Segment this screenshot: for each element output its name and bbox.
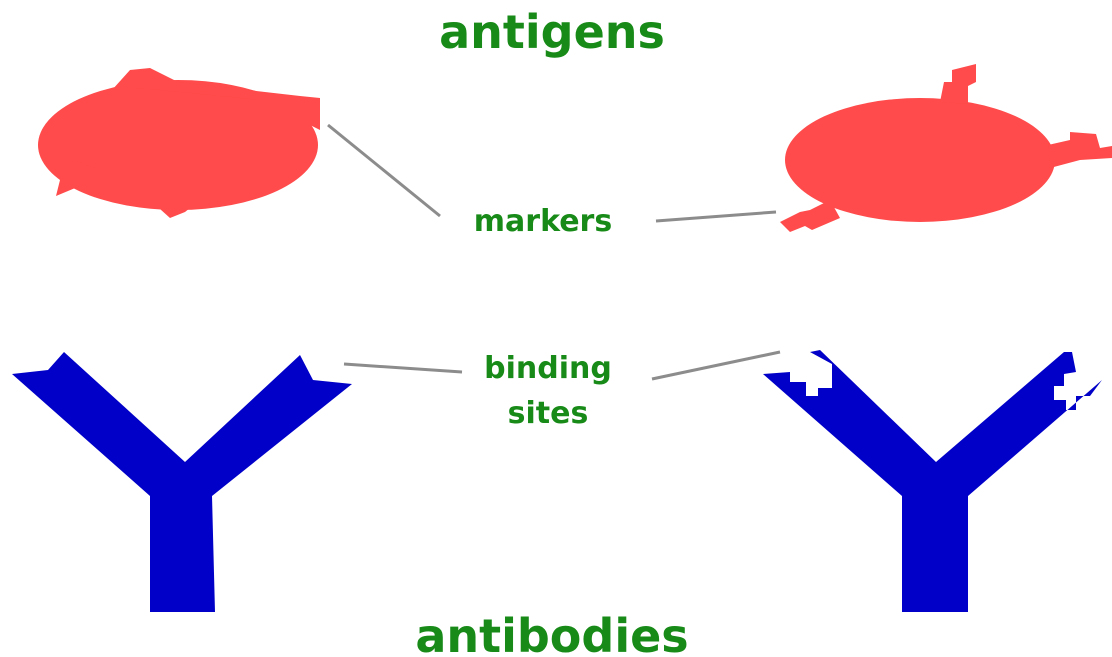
antigen-right [780,64,1112,232]
antibody-left [12,352,352,612]
antibody-right-shape [763,350,1102,612]
markers-leader-right [656,212,776,221]
label-binding: binding [484,351,612,386]
antigen-right-marker-top [940,64,976,104]
antigen-right-marker-right [1048,132,1112,168]
binding-leader-right [652,352,780,379]
antibody-left-shape [12,352,352,612]
binding-leader-left [344,364,462,372]
title-antigens: antigens [439,5,665,59]
title-antibodies: antibodies [415,609,688,657]
label-markers: markers [474,204,612,239]
antigen-right-marker-bottom [780,200,840,232]
antigen-left [38,68,320,218]
label-sites: sites [508,396,589,431]
antibody-right [763,350,1102,612]
markers-leader-left [328,125,440,216]
